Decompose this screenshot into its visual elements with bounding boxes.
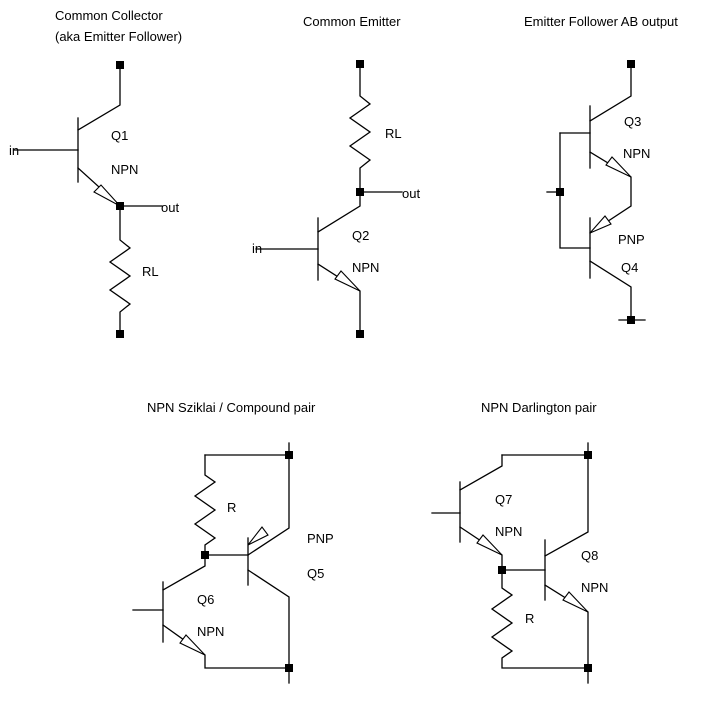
dl-q1-label: Q7: [495, 492, 512, 507]
ab-terminal-bottom: [627, 316, 635, 324]
cc-r-label: RL: [142, 264, 159, 279]
ab-type-top-label: NPN: [623, 146, 650, 161]
darlington-circuit: NPN Darlington pair Q7 NPN Q8 NPN R: [431, 400, 608, 684]
sz-title: NPN Sziklai / Compound pair: [147, 400, 316, 415]
ab-pnp-emitter-arrow: [589, 215, 612, 234]
emitter-follower-ab-circuit: Emitter Follower AB output Q3 NPN PNP Q4: [524, 14, 678, 324]
dl-base-node: [498, 566, 506, 574]
sz-terminal-bottom: [285, 664, 293, 672]
dl-r-label: R: [525, 611, 534, 626]
ce-output-node: [356, 188, 364, 196]
cc-terminal-top: [116, 61, 124, 69]
cc-terminal-bottom: [116, 330, 124, 338]
dl-q2-label: Q8: [581, 548, 598, 563]
ce-q-label: Q2: [352, 228, 369, 243]
dl-q8-emitter-arrow: [562, 591, 589, 613]
cc-wires: [13, 64, 163, 334]
ce-title: Common Emitter: [303, 14, 401, 29]
common-emitter-circuit: Common Emitter RL out Q2 in NPN: [252, 14, 420, 338]
dl-wires: [431, 442, 589, 684]
sz-npn-emitter-arrow: [179, 634, 206, 656]
ce-type-label: NPN: [352, 260, 379, 275]
ce-terminal-bottom: [356, 330, 364, 338]
ab-q-top-label: Q3: [624, 114, 641, 129]
sz-q-pnp-label: Q5: [307, 566, 324, 581]
common-collector-circuit: Common Collector (aka Emitter Follower) …: [9, 8, 182, 338]
ce-terminal-top: [356, 60, 364, 68]
dl-q7-emitter-arrow: [476, 534, 503, 556]
cc-output-node: [116, 202, 124, 210]
ab-terminal-top: [627, 60, 635, 68]
sz-wires: [132, 442, 290, 684]
cc-q-label: Q1: [111, 128, 128, 143]
cc-in-label: in: [9, 143, 19, 158]
ab-q-bottom-label: Q4: [621, 260, 638, 275]
cc-emitter-arrow: [93, 184, 121, 207]
ab-npn-emitter-arrow: [605, 156, 632, 178]
dl-terminal-top: [584, 451, 592, 459]
dl-type2-label: NPN: [581, 580, 608, 595]
sz-base-node: [201, 551, 209, 559]
ce-wires: [255, 63, 403, 334]
sziklai-circuit: NPN Sziklai / Compound pair R PNP Q5 Q6 …: [132, 400, 334, 684]
cc-subtitle: (aka Emitter Follower): [55, 29, 182, 44]
sz-pnp-emitter-arrow: [247, 526, 269, 546]
dl-type1-label: NPN: [495, 524, 522, 539]
ab-title: Emitter Follower AB output: [524, 14, 678, 29]
cc-type-label: NPN: [111, 162, 138, 177]
ab-input-node: [556, 188, 564, 196]
sz-type-npn-label: NPN: [197, 624, 224, 639]
sz-type-pnp-label: PNP: [307, 531, 334, 546]
sz-terminal-top: [285, 451, 293, 459]
ce-emitter-arrow: [334, 270, 361, 292]
cc-title: Common Collector: [55, 8, 163, 23]
ab-type-bottom-label: PNP: [618, 232, 645, 247]
ce-r-label: RL: [385, 126, 402, 141]
dl-title: NPN Darlington pair: [481, 400, 597, 415]
sz-q-npn-label: Q6: [197, 592, 214, 607]
sz-r-label: R: [227, 500, 236, 515]
ce-out-label: out: [402, 186, 420, 201]
ce-in-label: in: [252, 241, 262, 256]
cc-out-label: out: [161, 200, 179, 215]
dl-terminal-bottom: [584, 664, 592, 672]
